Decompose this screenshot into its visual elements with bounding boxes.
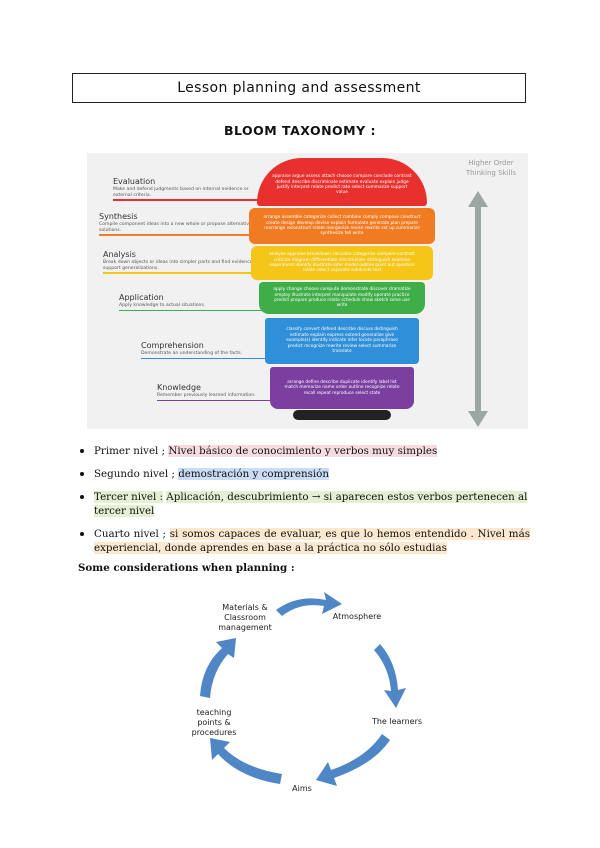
bullet-icon	[80, 495, 84, 499]
level-name: Analysis	[103, 250, 136, 259]
cycle-aims: Aims	[292, 784, 312, 793]
cycle-arrow-icon	[210, 738, 282, 784]
list-item: Tercer nivel : Aplicación, descubrimient…	[78, 490, 530, 518]
cycle-arrow-icon	[276, 592, 342, 616]
item-label: Tercer nivel :	[94, 491, 164, 503]
level-name: Application	[119, 293, 164, 302]
planning-cycle-arrows	[200, 592, 406, 786]
level-desc: Demonstrate an understanding of the fact…	[141, 351, 243, 356]
levels-list: Primer nivel ; Nivel básico de conocimie…	[78, 444, 530, 564]
tier-synthesis: arrange assemble categorize collect comb…	[249, 208, 435, 244]
considerations-heading: Some considerations when planning :	[78, 562, 295, 574]
cycle-atmosphere: Atmosphere	[332, 612, 382, 621]
bulb-base	[293, 410, 391, 420]
higher-order-label: Higher Order Thinking Skills	[465, 159, 517, 177]
bloom-taxonomy-figure: Evaluation Make and defend judgments bas…	[87, 153, 528, 429]
level-desc: Make and defend judgments based on inter…	[113, 187, 249, 198]
level-desc: Remember previously learned information.	[157, 393, 256, 398]
cycle-teaching: teaching points & procedures	[191, 708, 237, 737]
cycle-arrow-icon	[316, 734, 390, 786]
tier-evaluation: appraise argue assess attach choose comp…	[257, 158, 427, 206]
tier-application: apply change choose compute demonstrate …	[259, 282, 425, 314]
cycle-arrow-icon	[200, 638, 236, 698]
level-name: Comprehension	[141, 341, 204, 350]
level-name: Knowledge	[157, 383, 201, 392]
item-text: demostración y comprensión	[178, 468, 329, 480]
level-desc: Break down objects or ideas into simpler…	[103, 260, 259, 271]
item-label: Segundo nivel ;	[94, 468, 175, 480]
item-label: Primer nivel ;	[94, 445, 166, 457]
cycle-materials: Materials & Classroom management	[218, 603, 272, 632]
level-evaluation: Evaluation Make and defend judgments bas…	[113, 177, 268, 201]
level-rule	[119, 309, 267, 311]
list-item: Primer nivel ; Nivel básico de conocimie…	[78, 444, 530, 458]
double-arrow-icon	[468, 191, 488, 427]
bloom-heading: BLOOM TAXONOMY :	[223, 123, 377, 138]
level-rule	[103, 272, 267, 274]
level-analysis: Analysis Break down objects or ideas int…	[103, 250, 267, 274]
tier-comprehension: classify convert defend describe discuss…	[265, 318, 419, 364]
list-item: Cuarto nivel ; si somos capaces de evalu…	[78, 527, 530, 555]
level-desc: Compile component ideas into a new whole…	[99, 222, 252, 233]
level-rule	[141, 357, 277, 359]
cycle-arrow-icon	[374, 644, 406, 708]
level-rule	[99, 234, 267, 236]
cycle-learners: The learners	[371, 717, 423, 726]
bullet-icon	[80, 472, 84, 476]
level-rule	[157, 399, 287, 401]
level-name: Evaluation	[113, 177, 156, 186]
page-title: Lesson planning and assessment	[177, 80, 421, 96]
level-desc: Apply knowledge to actual situations.	[119, 303, 206, 308]
level-synthesis: Synthesis Compile component ideas into a…	[99, 212, 267, 236]
item-label: Cuarto nivel ;	[94, 528, 166, 540]
level-rule	[113, 199, 268, 201]
bullet-icon	[80, 449, 84, 453]
page-title-box: Lesson planning and assessment	[72, 73, 526, 103]
tier-analysis: analyze appraise breakdown calculate cat…	[251, 246, 433, 280]
bullet-icon	[80, 532, 84, 536]
level-application: Application Apply knowledge to actual si…	[119, 293, 267, 311]
list-item: Segundo nivel ; demostración y comprensi…	[78, 467, 530, 481]
level-knowledge: Knowledge Remember previously learned in…	[157, 383, 287, 401]
tier-knowledge: arrange define describe duplicate identi…	[270, 367, 414, 409]
item-text: Nivel básico de conocimiento y verbos mu…	[168, 445, 438, 457]
level-name: Synthesis	[99, 212, 138, 221]
level-comprehension: Comprehension Demonstrate an understandi…	[141, 341, 277, 359]
